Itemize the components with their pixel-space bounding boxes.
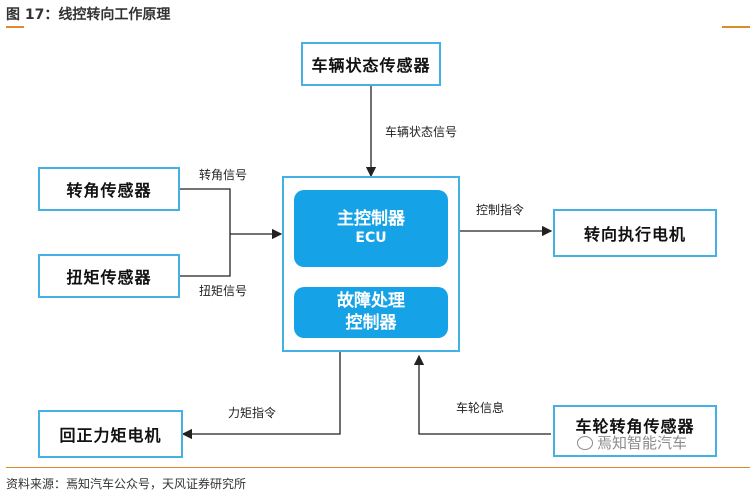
ecu-label: ECU xyxy=(355,230,387,247)
edge-label-angle: 转角信号 xyxy=(199,168,248,182)
fault-controller-node: 故障处理 控制器 xyxy=(294,287,448,338)
fault-controller-label-1: 故障处理 xyxy=(337,291,405,312)
fault-controller-label-2: 控制器 xyxy=(345,312,397,333)
torque-sensor-node: 扭矩传感器 xyxy=(38,254,180,298)
edge-angle-signal xyxy=(180,188,231,234)
steering-motor-node: 转向执行电机 xyxy=(553,209,717,257)
footer-rule xyxy=(6,467,750,468)
return-torque-motor-node: 回正力矩电机 xyxy=(38,410,183,458)
wechat-icon xyxy=(577,435,593,450)
edge-wheel-info xyxy=(413,354,551,435)
steering-angle-sensor-node: 转角传感器 xyxy=(38,167,180,211)
figure-title: 图 17：线控转向工作原理 xyxy=(6,7,171,23)
edge-torque-signal xyxy=(180,234,231,277)
vehicle-state-sensor-node: 车辆状态传感器 xyxy=(301,42,441,86)
header-rule-left xyxy=(6,26,24,28)
header-rule-right xyxy=(722,26,750,28)
edge-label-torque-command: 力矩指令 xyxy=(228,406,277,420)
watermark-text: 焉知智能汽车 xyxy=(597,434,688,452)
edge-label-torque: 扭矩信号 xyxy=(199,284,248,298)
edge-label-wheel-info: 车轮信息 xyxy=(456,401,505,415)
main-controller-ecu-node: 主控制器 ECU xyxy=(294,190,448,267)
watermark: 焉知智能汽车 xyxy=(577,432,687,453)
main-controller-label: 主控制器 xyxy=(337,209,405,230)
source-note: 资料来源：焉知汽车公众号，天风证券研究所 xyxy=(6,477,247,491)
edge-label-control: 控制指令 xyxy=(476,203,525,217)
edge-label-vehicle-state: 车辆状态信号 xyxy=(385,125,458,139)
edge-torque-command xyxy=(181,352,341,440)
